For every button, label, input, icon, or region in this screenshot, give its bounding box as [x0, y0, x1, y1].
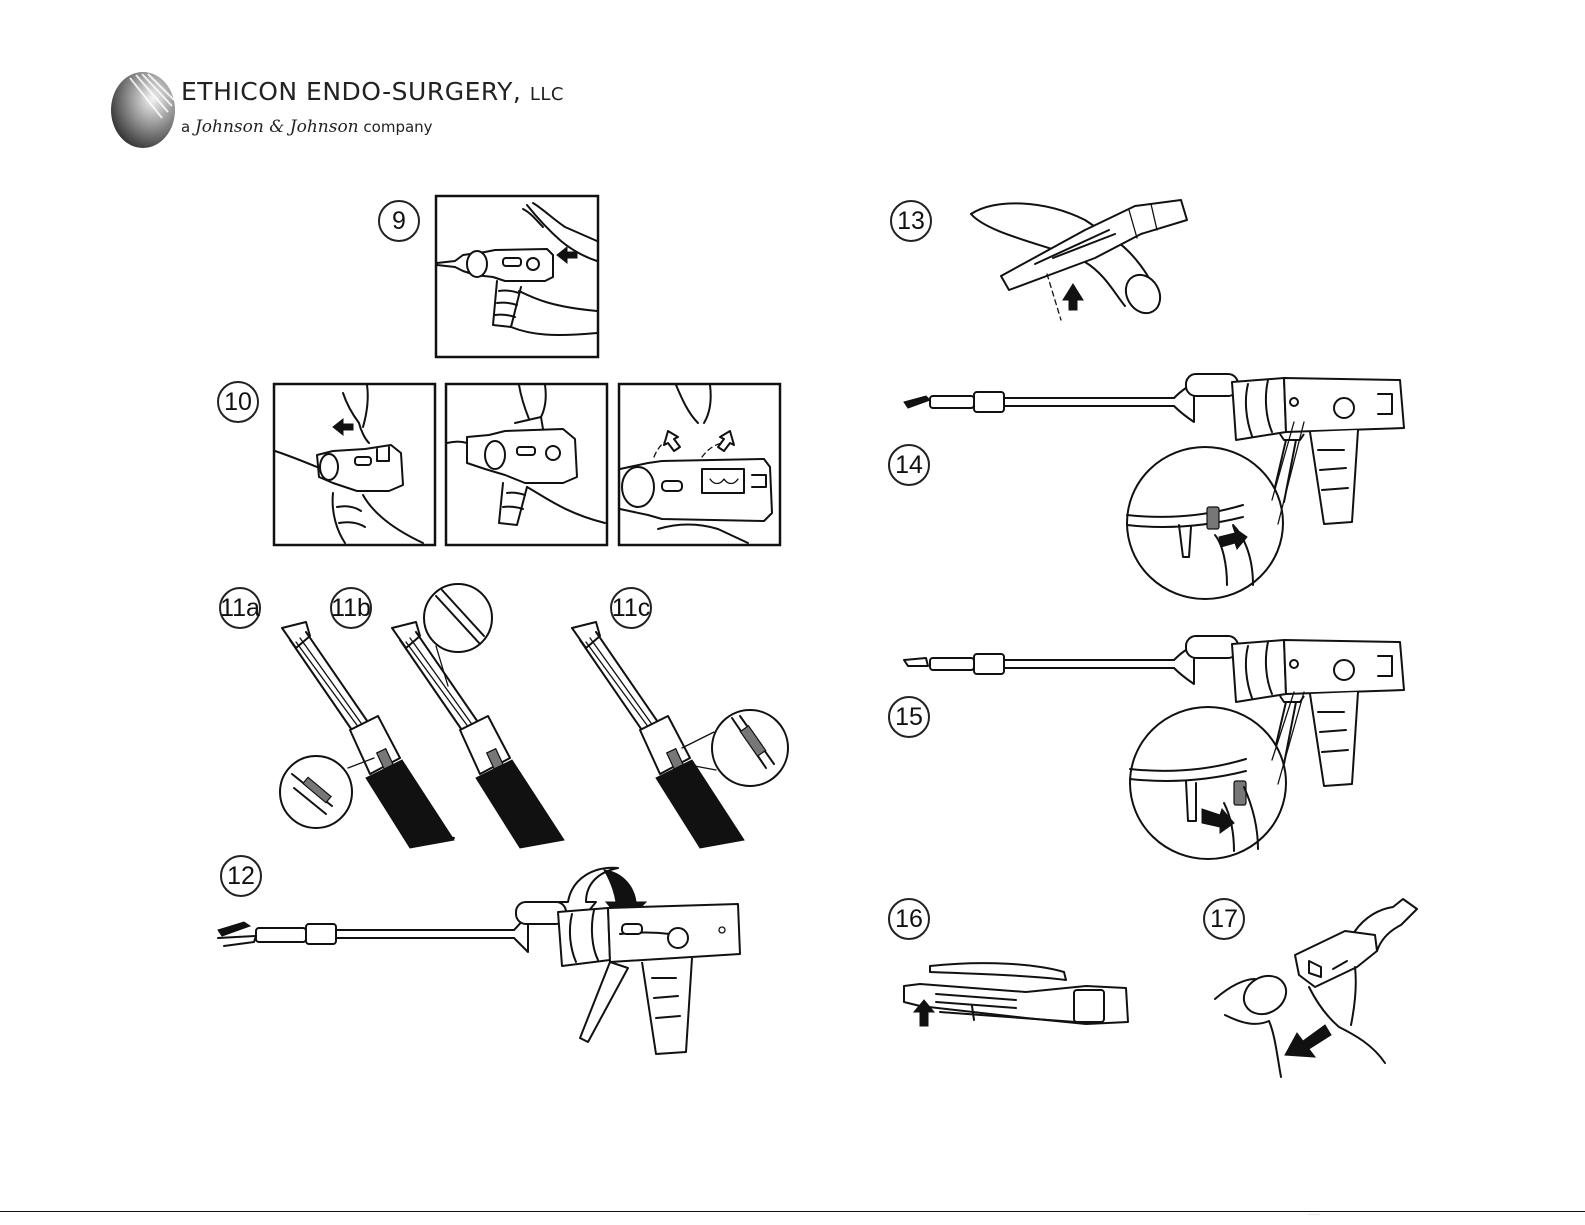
step-15-zoom-illustration	[1126, 705, 1291, 865]
step-14-zoom-illustration	[1123, 445, 1288, 605]
step-10a-illustration	[273, 383, 436, 546]
footer-divider	[0, 1211, 1585, 1212]
step-badge-9: 9	[378, 200, 420, 242]
step-badge-13: 13	[890, 200, 932, 242]
step-11b-illustration	[380, 580, 570, 850]
step-badge-10: 10	[217, 381, 259, 423]
step-9-illustration	[435, 195, 599, 358]
company-suffix: LLC	[530, 84, 564, 105]
company-name: ETHICON ENDO-SURGERY, LLC	[181, 77, 564, 106]
step-13-illustration	[965, 190, 1205, 330]
ethicon-logo-icon	[110, 70, 180, 150]
company-tagline: a Johnson & Johnson company	[181, 117, 433, 137]
step-10b-illustration	[445, 383, 608, 546]
step-12-illustration	[214, 858, 764, 1062]
step-badge-11a: 11a	[219, 587, 261, 629]
step-14-connector	[1270, 420, 1310, 530]
footer-text: ······	[1308, 1212, 1320, 1218]
step-11c-illustration	[560, 618, 790, 848]
step-17-illustration	[1205, 895, 1425, 1080]
jj-brand: Johnson & Johnson	[195, 117, 359, 137]
step-16-illustration	[896, 958, 1132, 1034]
step-10c-illustration	[618, 383, 781, 546]
step-badge-16: 16	[888, 898, 930, 940]
step-15-connector	[1270, 690, 1310, 790]
